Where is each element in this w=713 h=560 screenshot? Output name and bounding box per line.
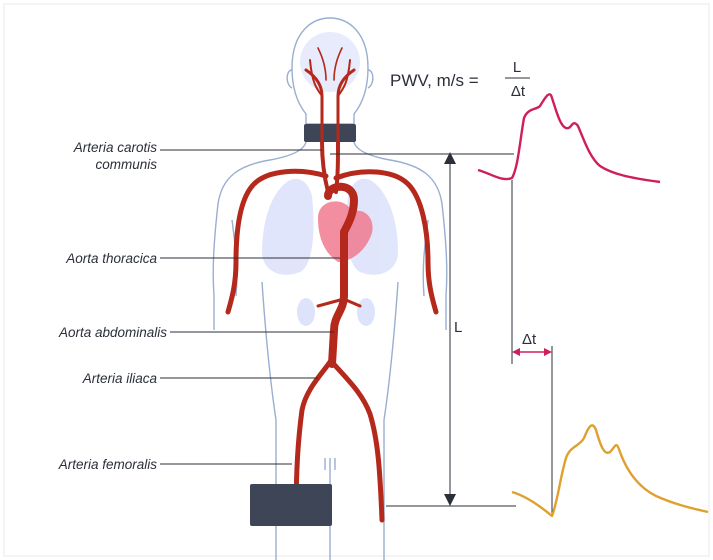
brain [300,32,360,92]
pwv-formula: PWV, m/s = L Δt [390,59,530,100]
delay-label: Δt [522,331,537,348]
neck-cuff [304,124,356,142]
label-femoralis: Arteria femoralis [58,457,158,472]
delay-arrow [512,348,552,356]
thigh-cuff [250,484,332,526]
label-iliaca: Arteria iliaca [82,371,158,386]
formula-denominator: Δt [511,83,526,100]
femoral-waveform [512,425,708,516]
label-carotis-line1: Arteria carotis [73,140,158,155]
label-thoracica: Aorta thoracica [65,251,157,266]
formula-left: PWV, m/s = [390,71,479,90]
distance-label: L [454,319,462,336]
body-outline [213,18,447,560]
label-carotis-line2: communis [95,157,157,172]
distance-arrow-bottom [444,494,456,506]
formula-numerator: L [513,59,521,76]
carotid-waveform [478,94,660,182]
label-abdominalis: Aorta abdominalis [58,325,167,340]
